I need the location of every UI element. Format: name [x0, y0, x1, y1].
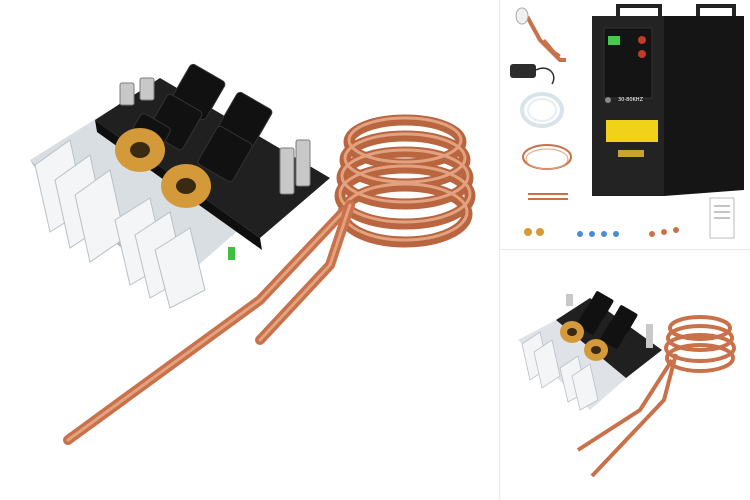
- heatsink: [30, 110, 250, 309]
- board-small-photo: [500, 250, 750, 500]
- toroid-coil: [115, 128, 165, 172]
- small-board-illustration: [518, 291, 736, 478]
- copper-coil: [576, 315, 736, 478]
- heatsink: [518, 318, 630, 411]
- water-tube: [520, 92, 564, 128]
- pcb-board: [95, 63, 330, 260]
- main-product-photo: [30, 63, 476, 445]
- copper-ring-coil: [522, 144, 572, 170]
- small-fittings: [524, 227, 679, 237]
- kit-illustration: 30-80KHZ: [510, 4, 744, 239]
- warning-label: [606, 120, 658, 142]
- induction-machine: 30-80KHZ: [592, 4, 744, 196]
- toroid-coil: [584, 339, 608, 361]
- kit-product-photo: 30-80KHZ: [500, 0, 750, 250]
- manual-sheet: [709, 197, 735, 239]
- copper-coil: [63, 114, 476, 445]
- pcb-board: [556, 291, 662, 378]
- toroid-coil: [161, 164, 211, 208]
- induction-board-illustration: [30, 63, 476, 445]
- accessory-coil-tool: [515, 7, 566, 62]
- svg-text:30-80KHZ: 30-80KHZ: [618, 97, 644, 103]
- led-indicator: [228, 247, 235, 260]
- copper-rods: [528, 193, 568, 200]
- foot-pedal: [510, 64, 555, 85]
- toroid-coil: [560, 321, 584, 343]
